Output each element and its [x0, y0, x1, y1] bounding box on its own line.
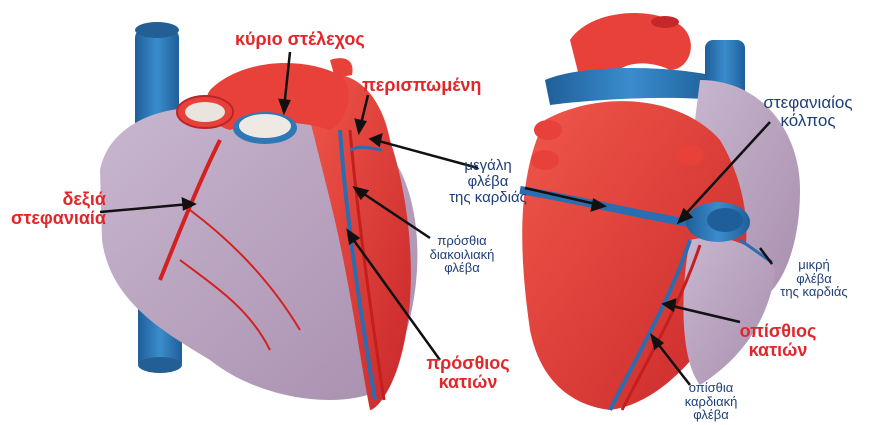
pulmonary-artery	[545, 68, 715, 105]
label-anterior-interventricular-vein: πρόσθια διακοιλιακή φλέβα	[422, 234, 502, 275]
label-right-coronary: δεξιά στεφανιαία	[6, 190, 106, 228]
label-small-cardiac-vein: μικρή φλέβα της καρδιάς	[772, 258, 856, 299]
label-great-cardiac-vein: μεγάλη φλέβα της καρδιάς	[436, 158, 540, 205]
label-posterior-descending: οπίσθιος κατιών	[728, 322, 828, 360]
label-circumflex: περισπωμένη	[362, 76, 481, 95]
label-anterior-descending: πρόσθιος κατιών	[420, 354, 516, 392]
label-posterior-cardiac-vein: οπίσθια καρδιακή φλέβα	[668, 381, 754, 422]
label-main-trunk: κύριο στέλεχος	[235, 30, 365, 49]
label-coronary-sinus: στεφανιαίος κόλπος	[752, 94, 864, 130]
